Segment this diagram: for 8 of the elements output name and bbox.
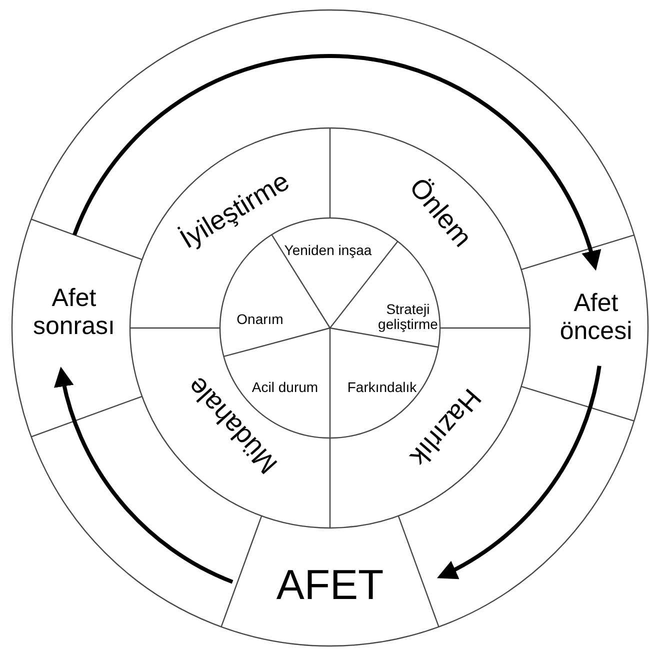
phase-label: Afet sonrası [18,285,130,340]
activity-label: Strateji geliştirme [368,302,448,333]
phase-label: Afet öncesi [540,290,649,345]
cycle-arrow [72,54,600,271]
activity-label: Onarım [225,312,295,328]
cycle-arrow [437,365,602,578]
disaster-label: AFET [250,562,410,608]
cycle-arrow [55,366,234,584]
